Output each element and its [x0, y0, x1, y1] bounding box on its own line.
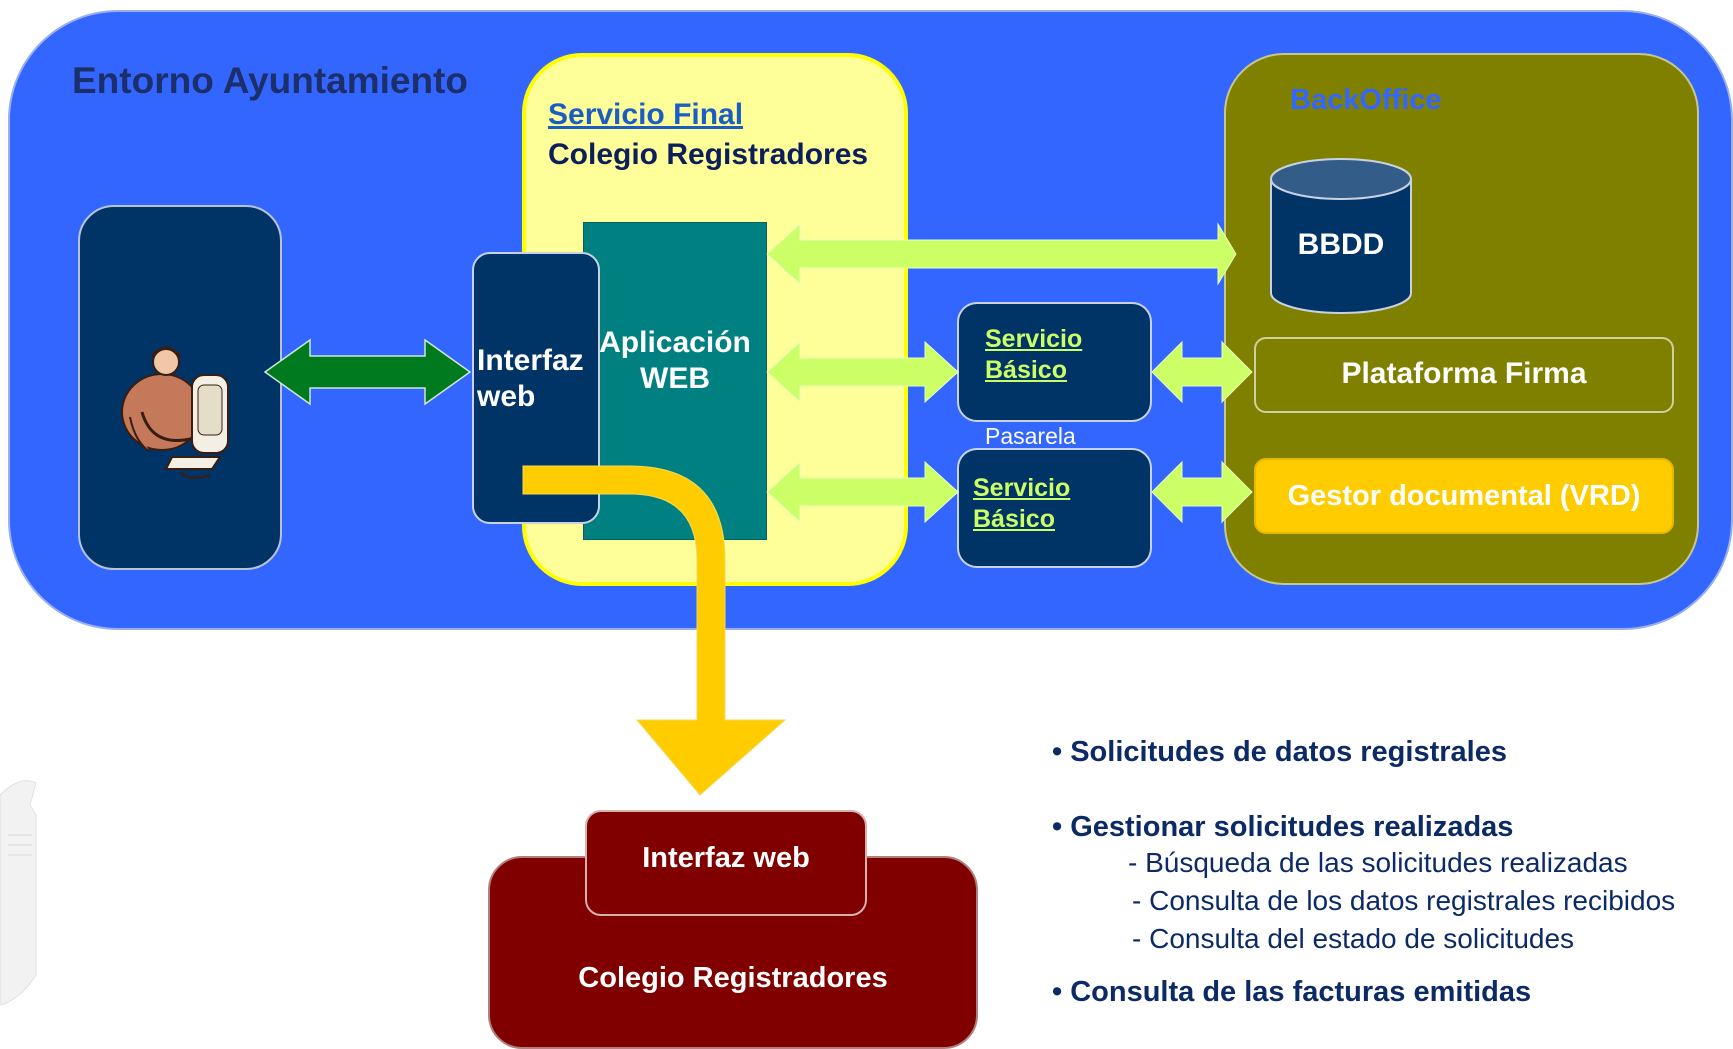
plataforma-firma-box — [1254, 337, 1674, 413]
servicio-basico-1-line1[interactable]: Servicio — [985, 325, 1083, 353]
features-list: • Solicitudes de datos registrales • Ges… — [1052, 736, 1732, 1009]
interfaz-label-line1: Interfaz — [477, 344, 584, 377]
plataforma-firma-label: Plataforma Firma — [1341, 357, 1587, 390]
gestor-documental-label: Gestor documental (VRD) — [1287, 480, 1641, 512]
servicio-basico-link-1[interactable]: Servicio Básico — [985, 324, 1082, 386]
gestor-documental-box — [1254, 458, 1674, 534]
servicio-basico-2-line2[interactable]: Básico — [973, 505, 1055, 533]
interfaz-label-line2: web — [477, 380, 536, 413]
colegio-interfaz-web-label: Interfaz web — [642, 842, 810, 874]
user-at-computer-icon — [121, 346, 229, 479]
bbdd-label: BBDD — [1297, 228, 1385, 261]
servicio-basico-box-1 — [957, 302, 1152, 422]
servicio-final-title: Colegio Registradores — [548, 138, 869, 171]
interfaz-web-label: Interfaz web — [477, 343, 584, 415]
aplicacion-label-line2: WEB — [640, 362, 710, 395]
sub-bullet-item: - Consulta de los datos registrales reci… — [1132, 885, 1676, 916]
bullet-item: • Solicitudes de datos registrales — [1052, 736, 1507, 768]
servicio-basico-2-line1[interactable]: Servicio — [973, 474, 1071, 502]
colegio-interfaz-web-box — [585, 810, 867, 916]
servicio-final-link[interactable]: Servicio Final — [548, 98, 744, 131]
bullet-item: • Consulta de las facturas emitidas — [1052, 976, 1532, 1008]
servicio-basico-1-line2[interactable]: Básico — [985, 356, 1067, 384]
aplicacion-label-line1: Aplicación — [599, 326, 751, 359]
crest-watermark-icon — [0, 780, 37, 1005]
user-box — [78, 205, 282, 570]
pasarela-label: Pasarela — [985, 423, 1076, 449]
environment-title: Entorno Ayuntamiento — [72, 60, 469, 101]
sub-bullet-item: - Consulta del estado de solicitudes — [1132, 923, 1575, 954]
aplicacion-web-label: Aplicación WEB — [583, 325, 767, 397]
colegio-registradores-label: Colegio Registradores — [578, 962, 888, 994]
sub-bullet-item: - Búsqueda de las solicitudes realizadas — [1128, 847, 1628, 878]
servicio-basico-box-2 — [957, 448, 1152, 568]
servicio-basico-link-2[interactable]: Servicio Básico — [973, 473, 1070, 535]
backoffice-title: BackOffice — [1290, 84, 1442, 116]
bullet-item: • Gestionar solicitudes realizadas — [1052, 811, 1514, 843]
